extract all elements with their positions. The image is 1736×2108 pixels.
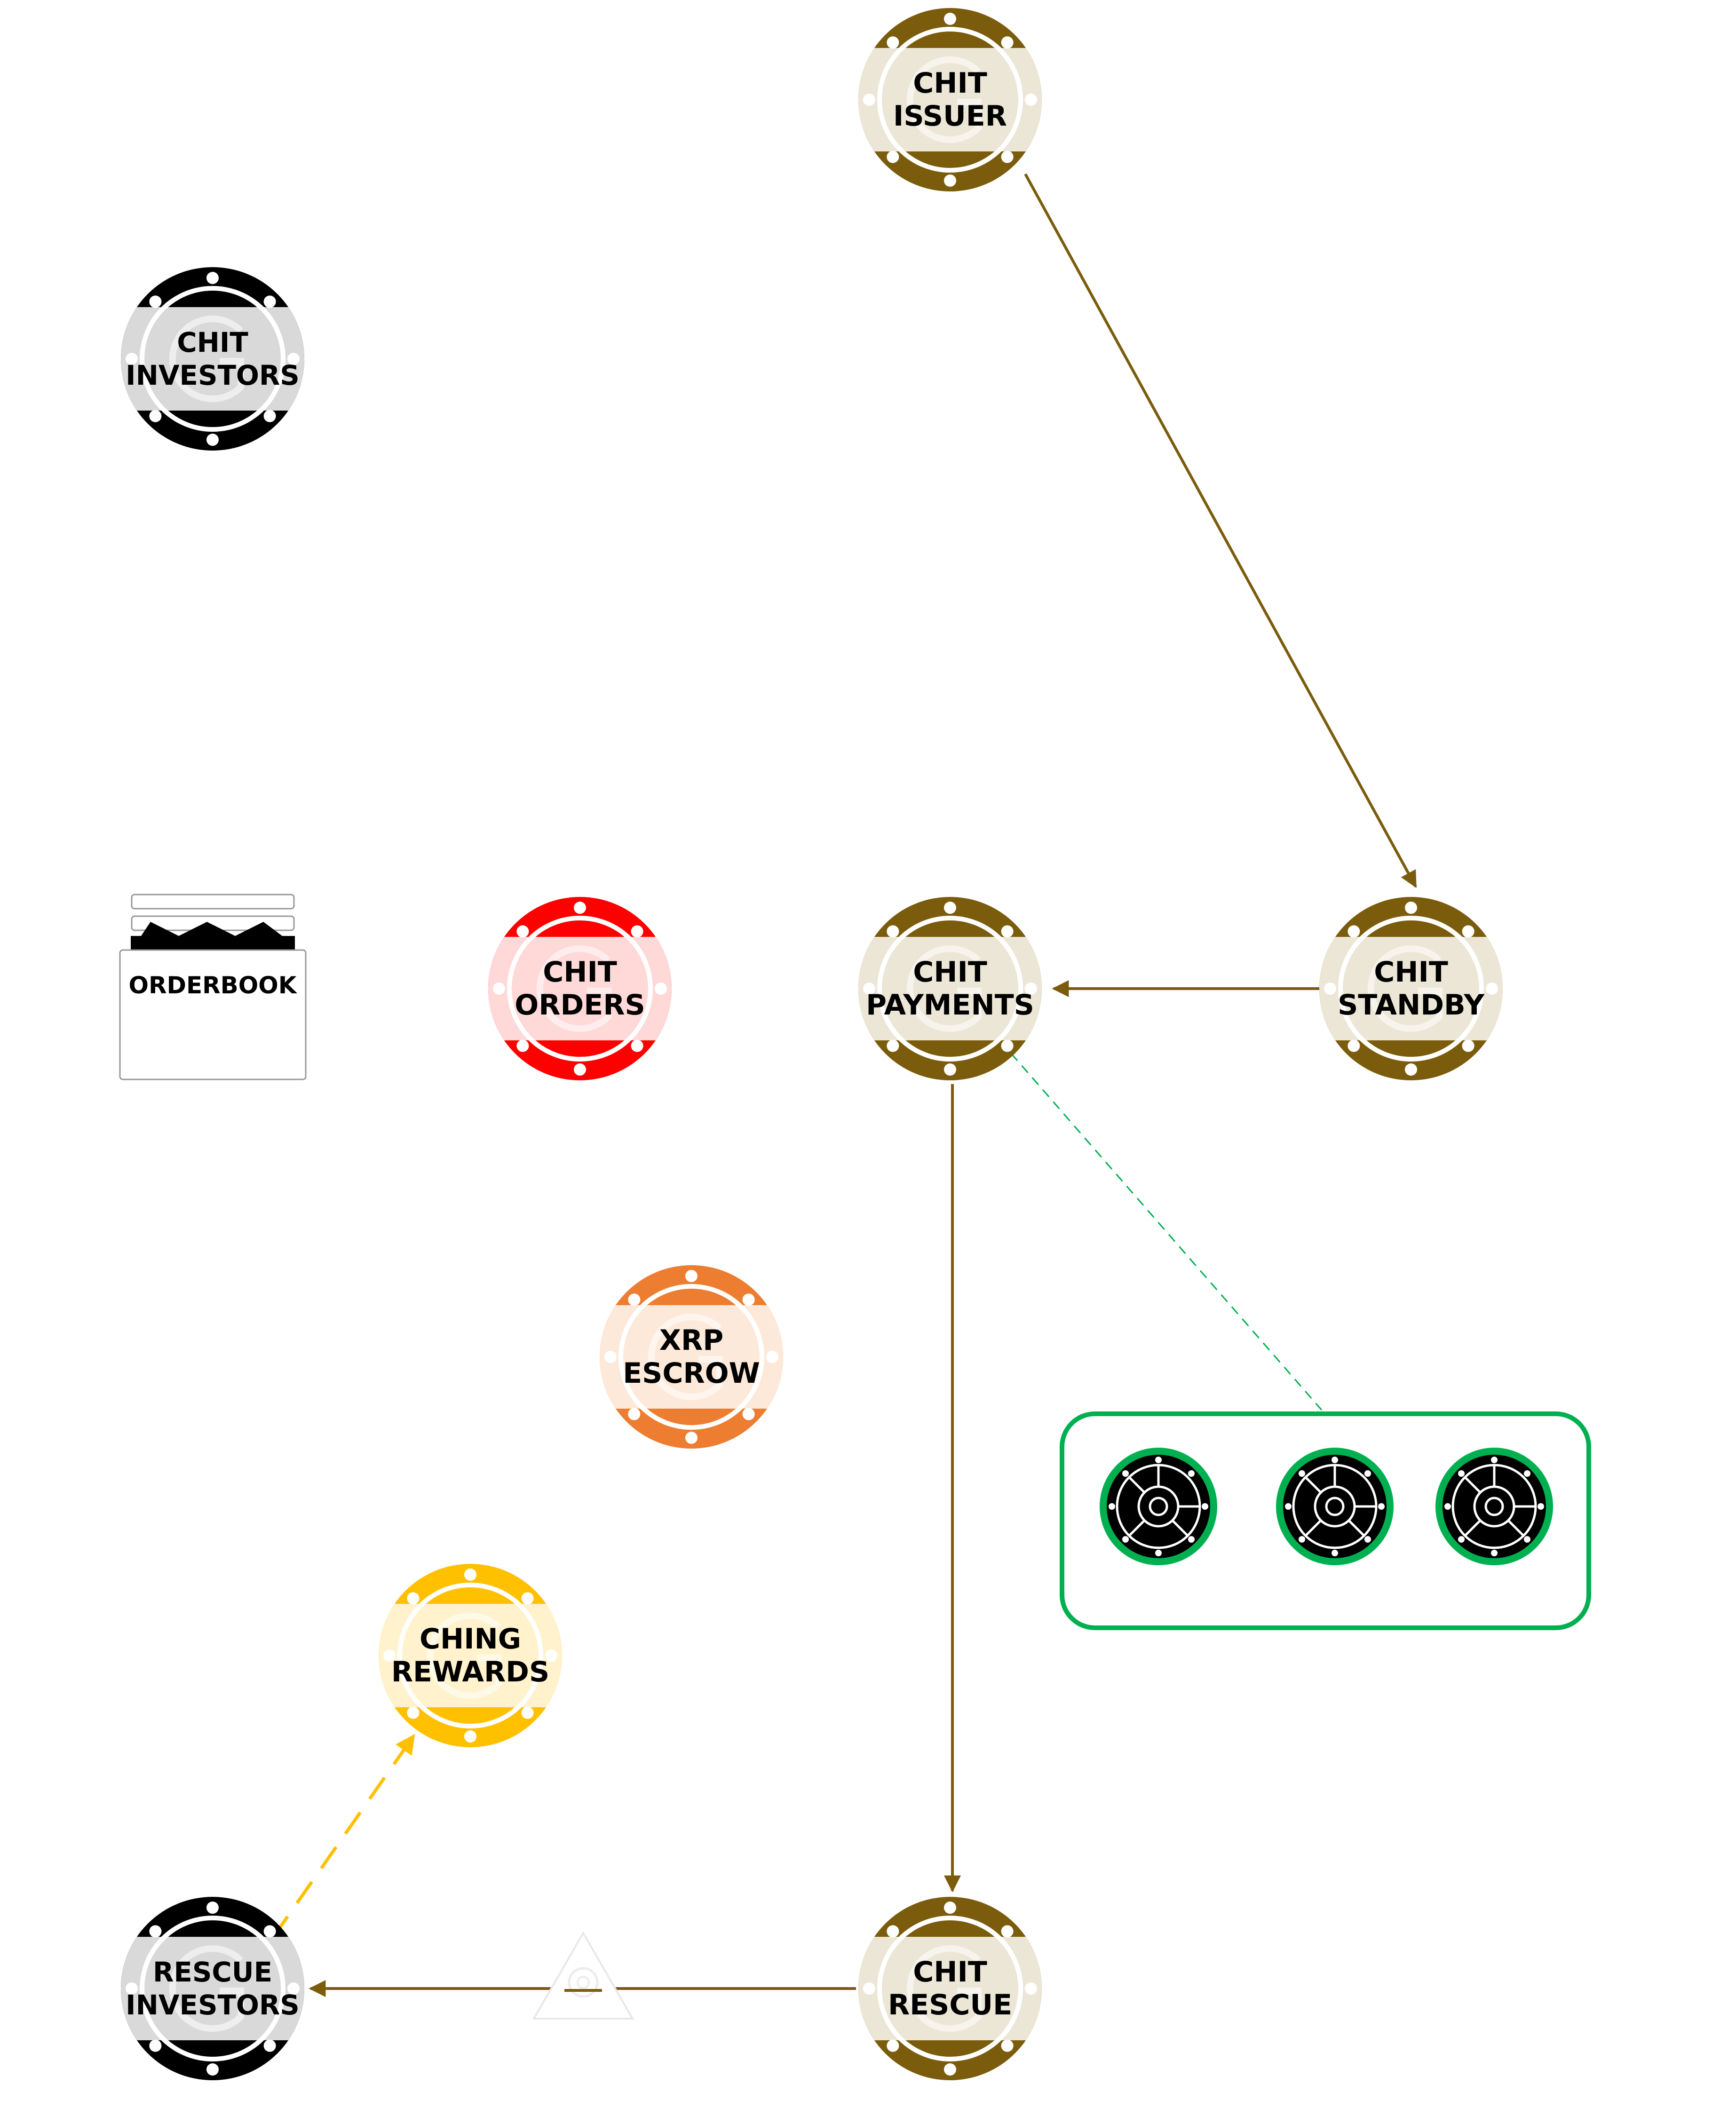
vault-dial-icon[interactable] xyxy=(1435,1448,1553,1565)
node-label-line2: STANDBY xyxy=(1338,989,1485,1022)
vault-dial-icon[interactable] xyxy=(1100,1448,1217,1565)
node-label-line1: CHIT xyxy=(177,326,248,358)
orderbook-label: ORDERBOOK xyxy=(128,972,297,999)
node-label-line1: XRP xyxy=(659,1324,723,1357)
node-label-line2: ORDERS xyxy=(515,989,645,1022)
node-label-line1: CHING xyxy=(420,1623,521,1656)
node-label-line1: CHIT xyxy=(913,1956,987,1989)
node-label-line1: CHIT xyxy=(1374,956,1448,989)
node-label-line1: CHIT xyxy=(913,67,987,100)
node-label-line2: INVESTORS xyxy=(126,1989,300,2021)
edge-issuer-to-standby[interactable] xyxy=(1024,173,1417,888)
warning-triangle-icon xyxy=(532,1931,634,2020)
node-label-line1: CHIT xyxy=(913,956,987,989)
node-label-line1: CHIT xyxy=(543,956,617,989)
node-label-line2: REWARDS xyxy=(391,1656,549,1688)
orderbook-node[interactable]: ORDERBOOK xyxy=(119,894,307,1080)
edge-payments-to-vault-group[interactable] xyxy=(1010,1053,1323,1411)
node-label-line2: ISSUER xyxy=(893,100,1007,133)
vault-dial-icon[interactable] xyxy=(1276,1448,1394,1565)
chip-nodes: CHITISSUERCHITINVESTORSCHITORDERSCHITPAY… xyxy=(121,8,1503,2080)
node-label-line2: INVESTORS xyxy=(126,359,300,391)
node-label-line2: ESCROW xyxy=(623,1357,760,1390)
edge-rescue-investors-to-ching-rewards[interactable] xyxy=(271,1734,415,1939)
node-label-line2: PAYMENTS xyxy=(866,989,1034,1022)
node-label-line1: RESCUE xyxy=(153,1956,272,1988)
node-label-line2: RESCUE xyxy=(888,1989,1012,2021)
